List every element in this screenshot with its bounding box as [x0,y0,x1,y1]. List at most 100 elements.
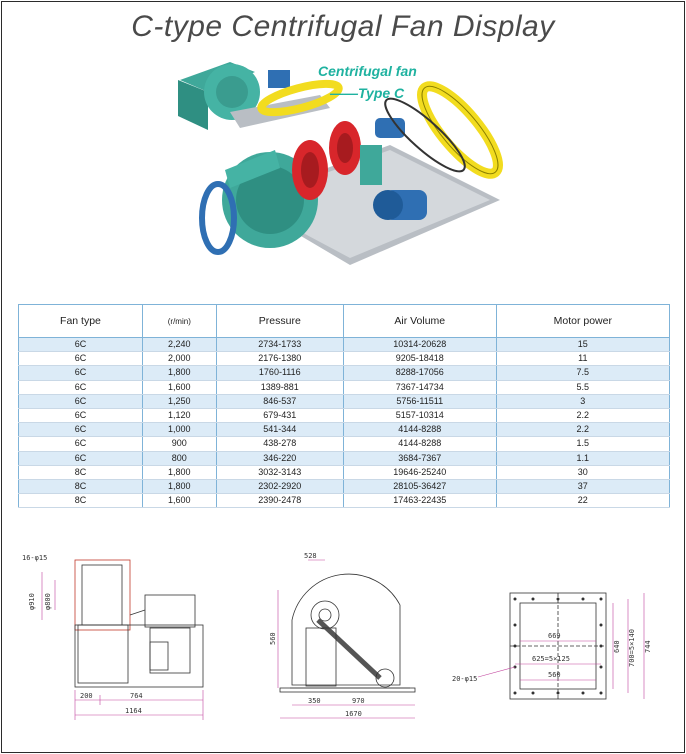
dim-700: 700=5×140 [628,629,636,667]
col-air-volume: Air Volume [342,304,497,338]
table-cell: 15 [495,337,671,353]
table-cell: 541-344 [215,422,344,438]
table-cell: 2302-2920 [215,479,344,495]
table-cell: 2,000 [141,351,217,367]
table-cell: 6C [18,408,143,424]
dim-560-flange: 560 [548,671,561,679]
table-cell: 9205-18418 [342,351,497,367]
table-cell: 11 [495,351,671,367]
col-motor-power: Motor power [495,304,671,338]
table-cell: 19646-25240 [342,465,497,480]
table-cell: 8C [18,465,143,480]
table-cell: 17463-22435 [342,493,497,509]
table-cell: 6C [18,365,143,381]
dim-phi800: φ800 [44,593,52,610]
table-cell: 30 [495,465,671,480]
dim-200: 200 [80,692,93,700]
table-cell: 3032-3143 [215,465,344,480]
table-cell: 1,600 [141,493,217,509]
illustration-label-1: Centrifugal fan [318,63,417,79]
table-cell: 1389-881 [215,380,344,395]
table-cell: 6C [18,394,143,409]
table-cell: 10314-20628 [342,337,497,353]
table-cell: 4144-8288 [342,436,497,452]
dim-phi910: φ910 [28,593,36,610]
table-cell: 1,800 [141,365,217,381]
dim-350: 350 [308,697,321,705]
table-cell: 3684-7367 [342,451,497,466]
table-cell: 679-431 [215,408,344,424]
table-cell: 22 [495,493,671,509]
exploded-fan-image [199,81,503,265]
table-cell: 1,120 [141,408,217,424]
col-speed: (r/min) [141,304,217,338]
table-cell: 8C [18,479,143,495]
table-cell: 6C [18,451,143,466]
table-cell: 8288-17056 [342,365,497,381]
dim-holes-flange: 20-φ15 [452,675,477,683]
page-title: C-type Centrifugal Fan Display [131,10,555,43]
table-cell: 7367-14734 [342,380,497,395]
dim-640: 640 [613,640,621,653]
table-cell: 37 [495,479,671,495]
table-cell: 7.5 [495,365,671,381]
dim-625: 625=5×125 [532,655,570,663]
dim-744: 744 [644,640,652,653]
assembled-fan-image [178,62,343,130]
table-cell: 1,250 [141,394,217,409]
col-pressure: Pressure [215,304,344,338]
table-cell: 2176-1380 [215,351,344,367]
table-cell: 6C [18,436,143,452]
table-cell: 800 [141,451,217,466]
table-cell: 6C [18,351,143,367]
table-cell: 1,800 [141,465,217,480]
table-cell: 6C [18,337,143,353]
spec-table: Fan type (r/min) Pressure Air Volume Mot… [18,304,671,509]
table-cell: 1,600 [141,380,217,395]
table-cell: 8C [18,493,143,509]
table-cell: 5756-11511 [342,394,497,409]
table-cell: 438-278 [215,436,344,452]
table-header-row: Fan type (r/min) Pressure Air Volume Mot… [18,304,671,338]
table-cell: 6C [18,422,143,438]
table-cell: 6C [18,380,143,395]
table-cell: 3 [495,394,671,409]
side-view-drawing: 16-φ15 φ910 φ800 200 764 1164 [22,554,204,720]
table-cell: 5157-10314 [342,408,497,424]
table-cell: 2734-1733 [215,337,344,353]
table-cell: 1760-1116 [215,365,344,381]
centrifugal-fan-illustration: Centrifugal fan ——Type C [178,62,503,265]
dim-1670: 1670 [345,710,362,718]
table-cell: 2,240 [141,337,217,353]
dim-1164: 1164 [125,707,142,715]
table-cell: 1,800 [141,479,217,495]
dim-holes-side: 16-φ15 [22,554,47,562]
table-cell: 346-220 [215,451,344,466]
dim-764: 764 [130,692,143,700]
col-fan-type: Fan type [18,304,143,338]
table-cell: 846-537 [215,394,344,409]
front-view-drawing: 528 560 350 970 1670 [270,552,416,719]
table-cell: 1.5 [495,436,671,452]
dim-970: 970 [352,697,365,705]
table-cell: 28105-36427 [342,479,497,495]
table-cell: 2.2 [495,408,671,424]
table-cell: 2.2 [495,422,671,438]
flange-view-drawing: 669 625=5×125 560 20-φ15 640 700=5×140 7… [452,592,652,700]
dim-528: 528 [304,552,317,560]
table-cell: 4144-8288 [342,422,497,438]
table-cell: 5.5 [495,380,671,395]
